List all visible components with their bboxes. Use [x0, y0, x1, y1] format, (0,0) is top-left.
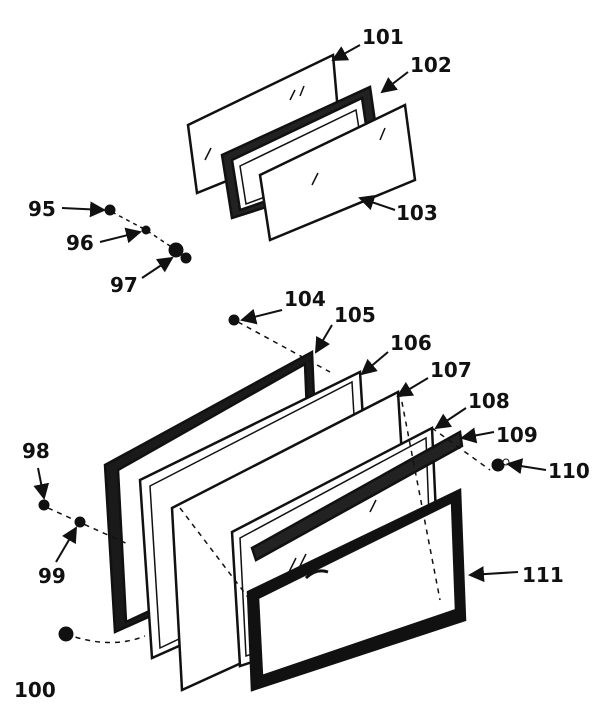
callout-97: 97 [110, 273, 138, 297]
part-109-glass [250, 430, 464, 562]
callout-95: 95 [28, 197, 56, 221]
callout-102: 102 [410, 53, 452, 77]
callout-105: 105 [334, 303, 376, 327]
part-104-screw [228, 314, 240, 326]
callout-99: 99 [38, 564, 66, 588]
callout-100: 100 [14, 678, 56, 702]
callout-labels: 95 96 97 98 99 100 101 102 103 104 105 1… [14, 25, 590, 702]
hardware-95-97 [104, 204, 192, 264]
part-103-glass [258, 103, 417, 242]
callout-96: 96 [66, 231, 94, 255]
callout-111: 111 [522, 563, 564, 587]
callout-109: 109 [496, 423, 538, 447]
callout-98: 98 [22, 439, 50, 463]
upper-window-assembly [186, 53, 417, 242]
callout-110: 110 [548, 459, 590, 483]
part-96-washer [141, 225, 151, 235]
leader-lines [33, 44, 547, 583]
callout-104: 104 [284, 287, 326, 311]
hardware-lower [38, 314, 510, 644]
lower-door-assembly [103, 349, 467, 692]
part-110-hinge [491, 458, 510, 472]
callout-106: 106 [390, 331, 432, 355]
callout-107: 107 [430, 358, 472, 382]
callout-103: 103 [396, 201, 438, 225]
part-111-window-frame [246, 488, 467, 692]
part-97-clip [168, 242, 192, 264]
part-98-screw [38, 499, 50, 511]
callout-108: 108 [468, 389, 510, 413]
callout-101: 101 [362, 25, 404, 49]
